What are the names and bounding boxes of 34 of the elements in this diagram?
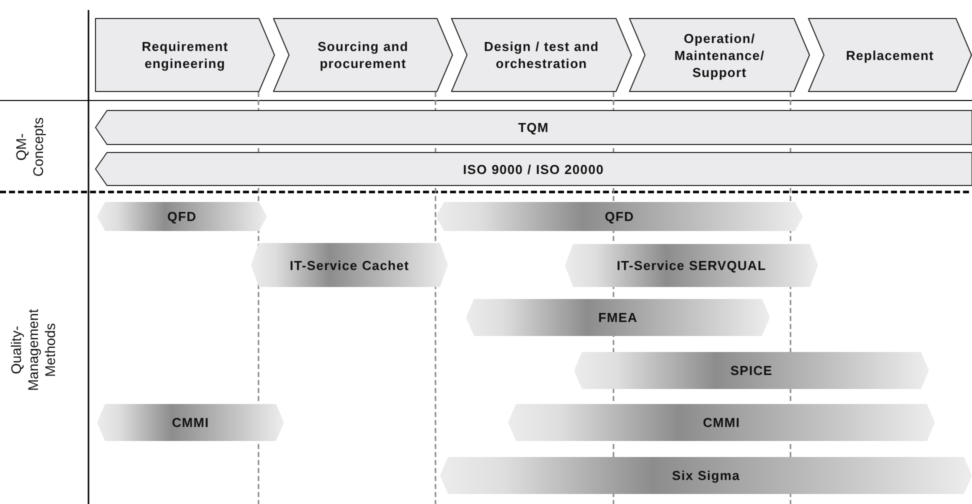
method-label: CMMI xyxy=(170,414,210,431)
method-label: IT-Service Cachet xyxy=(288,256,410,274)
phase-banner xyxy=(451,18,632,92)
method-label: Six Sigma xyxy=(671,467,741,484)
row-heading: QM- Concepts xyxy=(13,116,47,179)
method-label: FMEA xyxy=(597,309,639,326)
phase-label: Operation/ Maintenance/ Support xyxy=(673,30,766,80)
phase-label: Replacement xyxy=(844,46,936,64)
method-label: QFD xyxy=(604,208,636,225)
method-bar xyxy=(508,404,935,441)
phase-banner xyxy=(95,18,275,92)
method-label: IT-Service SERVQUAL xyxy=(616,257,768,274)
phase-label: Sourcing and procurement xyxy=(316,38,410,72)
phase-label: Requirement engineering xyxy=(140,38,230,72)
phase-banner xyxy=(629,18,810,92)
method-bar xyxy=(565,244,818,287)
concept-label: TQM xyxy=(517,119,550,136)
method-bar xyxy=(436,202,803,231)
method-label: SPICE xyxy=(729,362,774,379)
method-bar xyxy=(574,352,929,389)
method-bar xyxy=(97,404,284,441)
method-label: CMMI xyxy=(702,414,742,431)
phase-label: Design / test and orchestration xyxy=(482,38,600,72)
phase-banner xyxy=(808,18,972,92)
concept-band xyxy=(95,152,972,186)
concept-band xyxy=(95,110,972,145)
row-heading: Quality- Management Methods xyxy=(8,308,58,393)
method-bar xyxy=(440,457,972,494)
method-bar xyxy=(251,243,448,287)
method-bar xyxy=(466,299,770,336)
concept-label: ISO 9000 / ISO 20000 xyxy=(462,160,605,178)
method-bar xyxy=(97,202,267,231)
method-label: QFD xyxy=(166,208,198,225)
phase-banner xyxy=(273,18,453,92)
